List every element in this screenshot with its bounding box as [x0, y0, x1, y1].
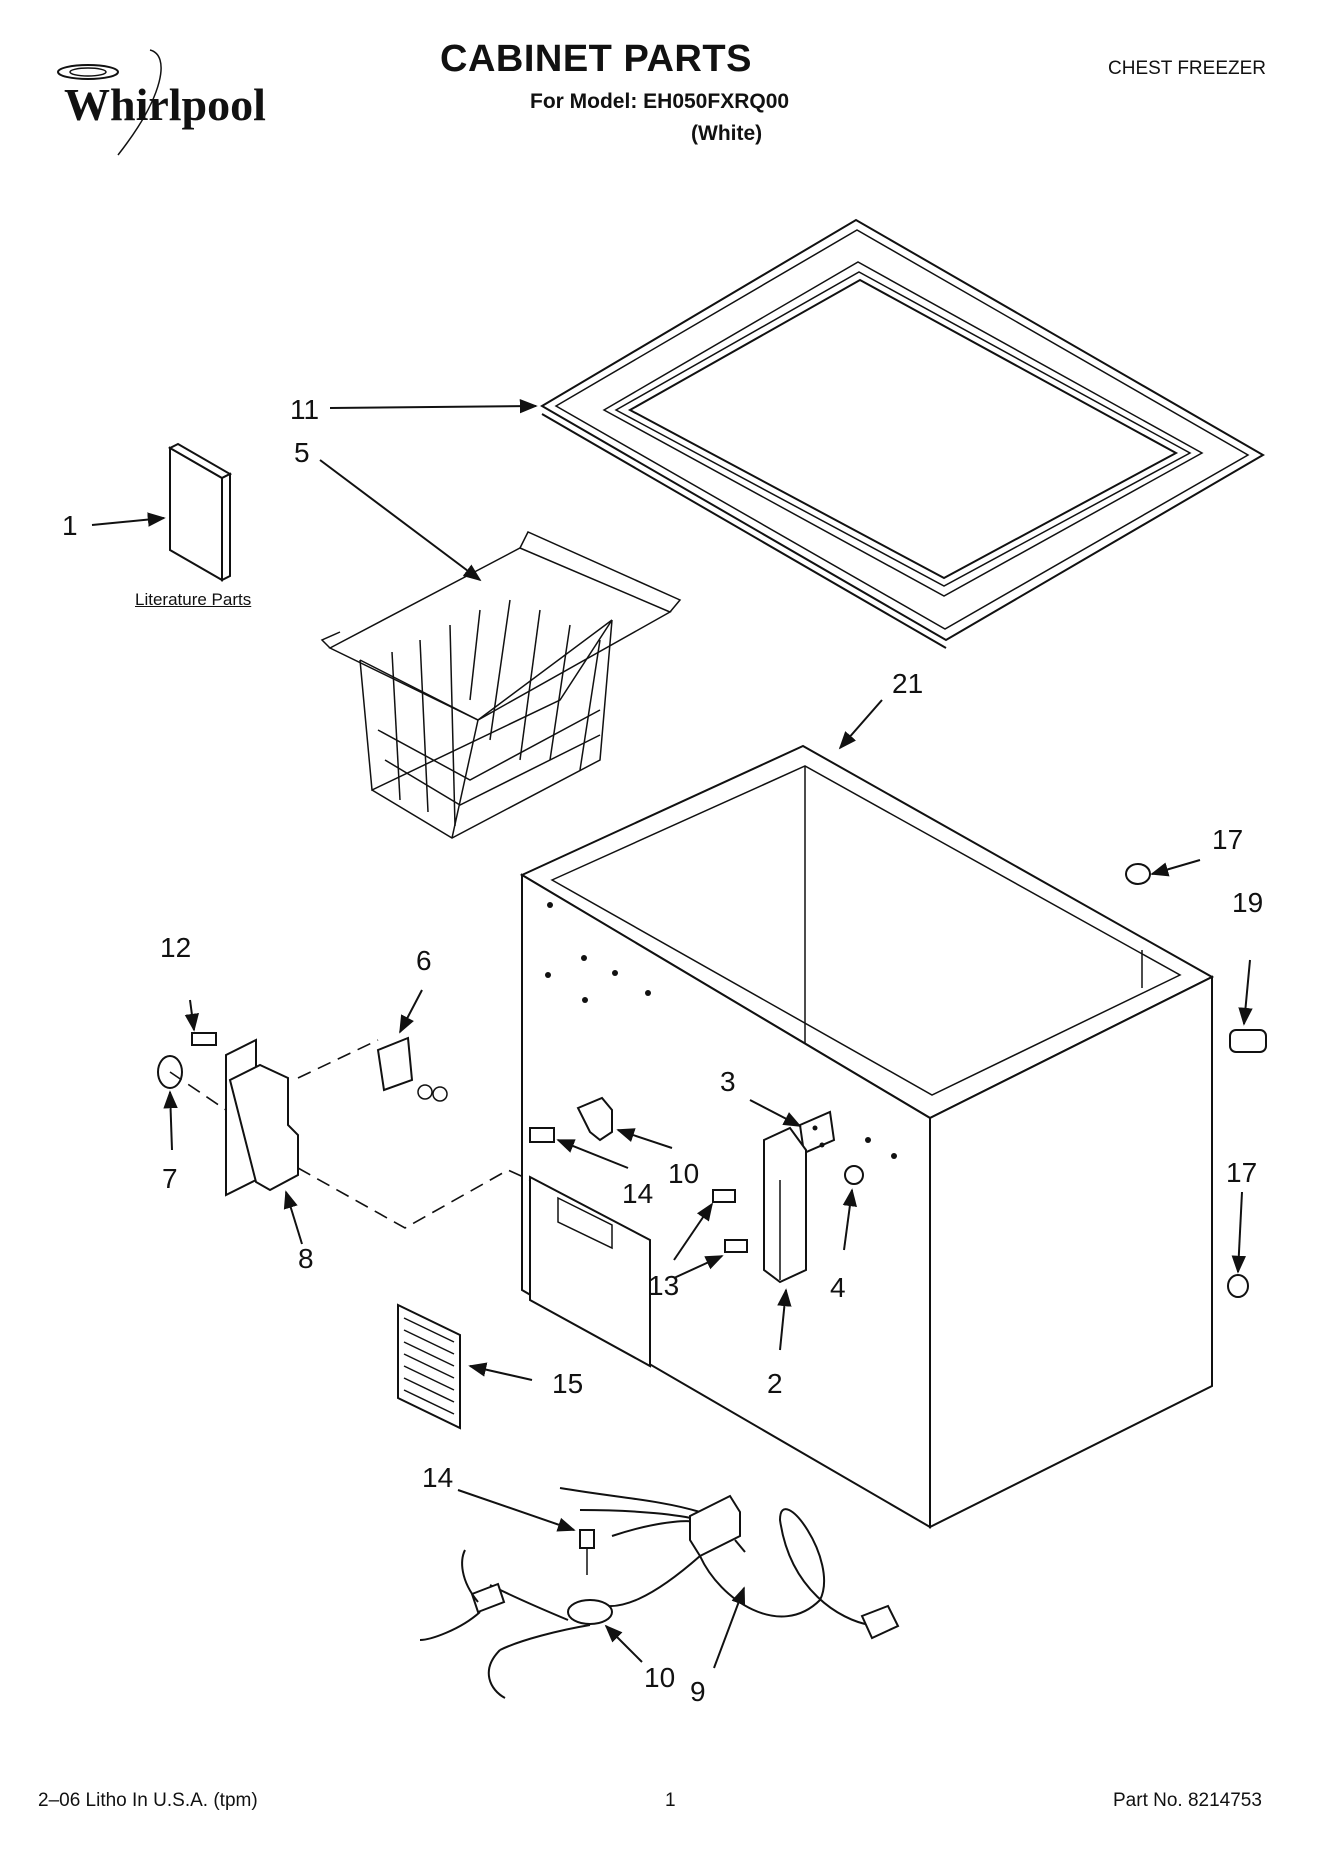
callout-7: 7 — [162, 1163, 178, 1194]
callout-2: 2 — [767, 1368, 783, 1399]
callout-15: 15 — [552, 1368, 584, 1399]
footer-part-number: Part No. 8214753 — [1113, 1790, 1262, 1811]
footer-litho: 2–06 Litho In U.S.A. (tpm) — [38, 1790, 258, 1811]
model-number: For Model: EH050FXRQ00 — [530, 90, 790, 113]
model-color: (White) — [691, 122, 763, 145]
footer-page-number: 1 — [665, 1790, 676, 1811]
callout-14-lower: 14 — [422, 1462, 454, 1493]
appliance-type: CHEST FREEZER — [1108, 58, 1267, 79]
whirlpool-logo: Whirlpool — [57, 49, 266, 156]
hinge-fasteners — [529, 1096, 864, 1253]
callout-4: 4 — [830, 1272, 846, 1303]
part-11-lid-gasket — [540, 218, 1265, 649]
callout-10-upper: 10 — [668, 1158, 700, 1189]
callout-1: 1 — [62, 510, 78, 541]
part-21-cabinet — [519, 744, 1215, 1529]
literature-parts-link[interactable]: Literature Parts — [135, 590, 252, 609]
part-17-19-plugs — [1125, 863, 1267, 1298]
part-5-wire-basket — [320, 531, 682, 839]
callout-19: 19 — [1232, 887, 1264, 918]
callout-12: 12 — [160, 932, 192, 963]
callout-13: 13 — [648, 1270, 680, 1301]
callout-9: 9 — [690, 1676, 706, 1707]
callout-5: 5 — [294, 437, 310, 468]
callout-3: 3 — [720, 1066, 736, 1097]
callout-21: 21 — [892, 668, 924, 699]
callout-10-lower: 10 — [644, 1662, 676, 1693]
callout-8: 8 — [298, 1243, 314, 1274]
callout-6: 6 — [416, 945, 432, 976]
svg-text:Whirlpool: Whirlpool — [64, 79, 266, 130]
callout-11: 11 — [290, 394, 320, 425]
page-title: CABINET PARTS — [440, 38, 752, 80]
callout-14-upper: 14 — [622, 1178, 654, 1209]
part-9-wire-harness — [419, 1487, 900, 1699]
callout-17-upper: 17 — [1212, 824, 1244, 855]
part-1-literature — [167, 442, 233, 582]
part-15-grille — [397, 1303, 461, 1430]
part-2-3-hinge — [763, 1110, 836, 1284]
part-8-control-box — [157, 1032, 448, 1197]
leader-lines — [91, 398, 1253, 1669]
callout-17-lower: 17 — [1226, 1157, 1258, 1188]
